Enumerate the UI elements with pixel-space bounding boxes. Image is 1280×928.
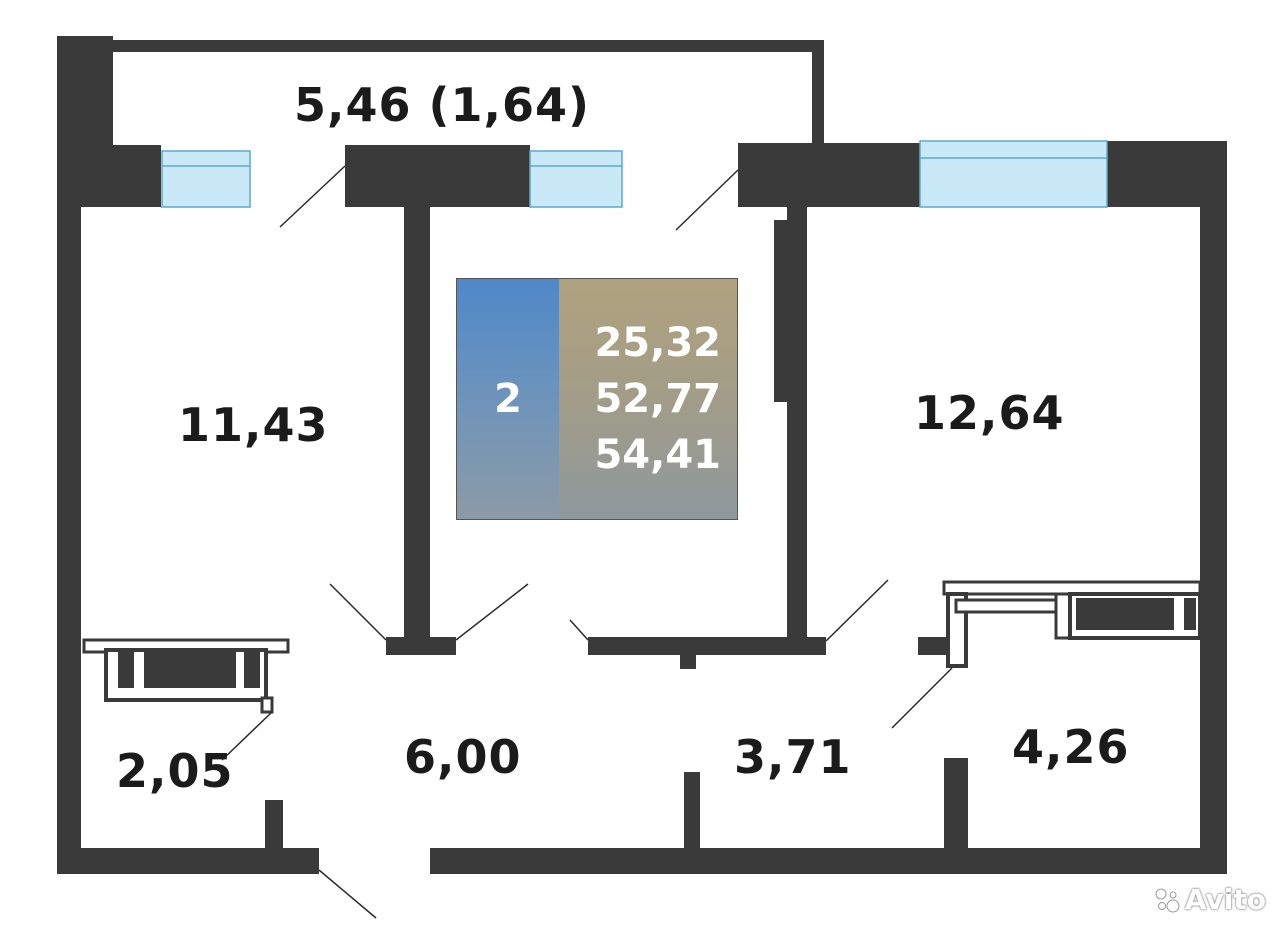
- avito-watermark: Avito: [1153, 883, 1266, 916]
- living-area-value: 25,32: [594, 320, 721, 366]
- room-area-hallway: 6,00: [404, 730, 522, 784]
- room-count: 2: [457, 279, 559, 519]
- total-area-value: 54,41: [594, 432, 721, 478]
- ventilation-ducts: [82, 580, 1202, 714]
- room-area-bathroom-left: 2,05: [116, 744, 234, 798]
- room-area-bedroom-right: 12,64: [914, 386, 1065, 440]
- room-area-bathroom-right: 4,26: [1012, 720, 1130, 774]
- apartment-summary-box: 2 25,32 52,77 54,41: [456, 278, 738, 520]
- avito-logo-icon: [1155, 888, 1180, 912]
- area-without-balcony-value: 52,77: [594, 376, 721, 422]
- room-area-corridor: 3,71: [734, 730, 852, 784]
- walls: [57, 36, 1227, 874]
- door-swings: [221, 165, 953, 919]
- area-summary: 25,32 52,77 54,41: [559, 279, 737, 519]
- balcony-area-label: 5,46 (1,64): [294, 78, 591, 132]
- windows: [161, 140, 1108, 208]
- room-area-bedroom-left: 11,43: [178, 398, 329, 452]
- avito-watermark-text: Avito: [1184, 883, 1266, 916]
